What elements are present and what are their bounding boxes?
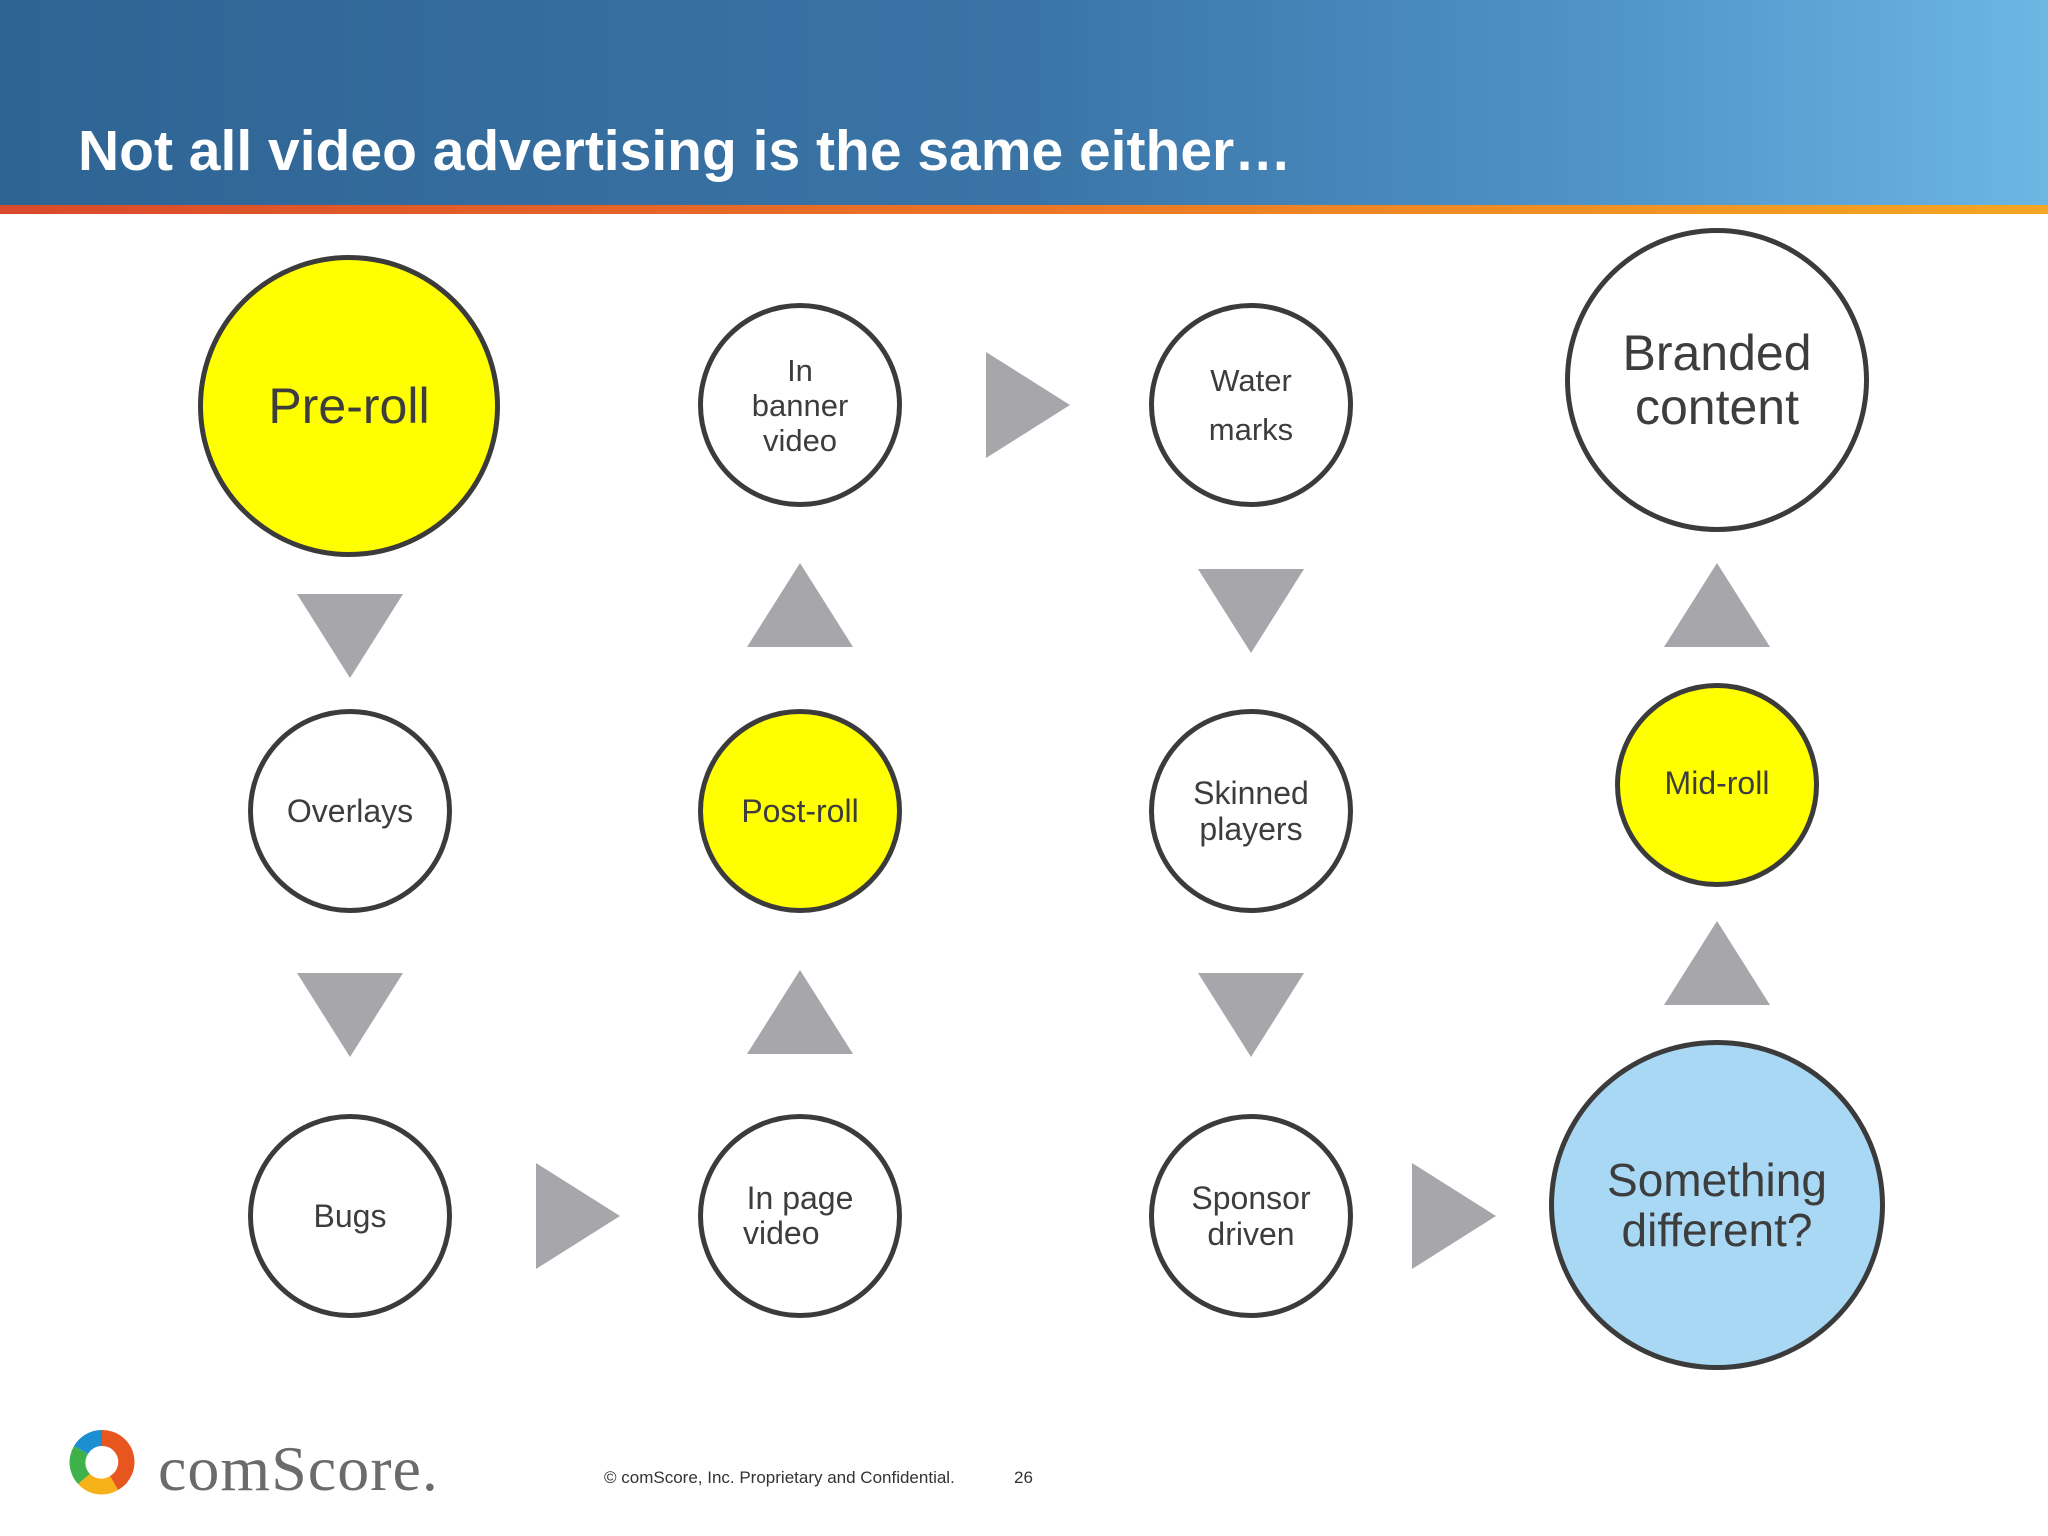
node-in-banner-label-1: In [787,352,813,388]
arrow-down-overlays-bugs [297,973,403,1057]
node-branded-content: Branded content [1565,228,1869,532]
node-something-different: Something different? [1549,1040,1885,1370]
node-something-label-2: different? [1621,1204,1813,1256]
arrow-right-sponsor-something [1412,1163,1496,1269]
arrow-up-postroll-inbanner [747,563,853,647]
arrow-up-midroll-branded [1664,563,1770,647]
arrow-up-inpage-postroll [747,970,853,1054]
node-midroll-label: Mid-roll [1664,764,1770,801]
node-in-banner-video: In banner video [698,303,902,507]
node-overlays-label: Overlays [286,792,414,829]
slide-title: Not all video advertising is the same ei… [78,119,1292,183]
node-in-banner-label-3: video [762,422,838,458]
node-in-page-label-2: video [743,1215,820,1251]
node-skinned-players: Skinned players [1149,709,1353,913]
node-overlays: Overlays [248,709,452,913]
comscore-logo-icon [69,1429,135,1495]
node-sponsor-label-2: driven [1207,1216,1295,1252]
arrow-right-inbanner-watermarks [986,352,1070,458]
page-number: 26 [1014,1468,1033,1487]
arrow-down-preroll-overlays [297,594,403,678]
node-branded-label-2: content [1634,379,1799,435]
arrow-down-skinned-sponsor [1198,973,1304,1057]
node-something-label-1: Something [1607,1154,1827,1206]
node-preroll-label: Pre-roll [268,378,430,434]
arrow-down-watermarks-skinned [1198,569,1304,653]
node-postroll-label: Post-roll [741,792,859,829]
node-midroll: Mid-roll [1615,683,1819,887]
header-stripe [0,205,2048,214]
node-sponsor-driven: Sponsor driven [1149,1114,1353,1318]
node-skinned-label-1: Skinned [1193,775,1309,811]
arrow-right-bugs-inpage [536,1163,620,1269]
footer-brand: comScore. [158,1433,439,1504]
node-bugs: Bugs [248,1114,452,1318]
node-water-marks-label-1: Water [1210,363,1292,398]
node-in-banner-label-2: banner [751,387,849,423]
node-in-page-label-1: In page [746,1180,854,1216]
node-branded-label-1: Branded [1622,325,1812,381]
node-skinned-label-2: players [1199,811,1303,847]
header-banner [0,0,2048,205]
node-postroll: Post-roll [698,709,902,913]
node-preroll: Pre-roll [198,255,500,557]
arrow-up-something-midroll [1664,921,1770,1005]
node-water-marks-label-2: marks [1208,412,1294,447]
node-water-marks: Water marks [1149,303,1353,507]
footer-copyright: © comScore, Inc. Proprietary and Confide… [604,1468,955,1487]
node-sponsor-label-1: Sponsor [1191,1180,1311,1216]
node-in-page-video: In page video [698,1114,902,1318]
node-bugs-label: Bugs [313,1197,387,1234]
